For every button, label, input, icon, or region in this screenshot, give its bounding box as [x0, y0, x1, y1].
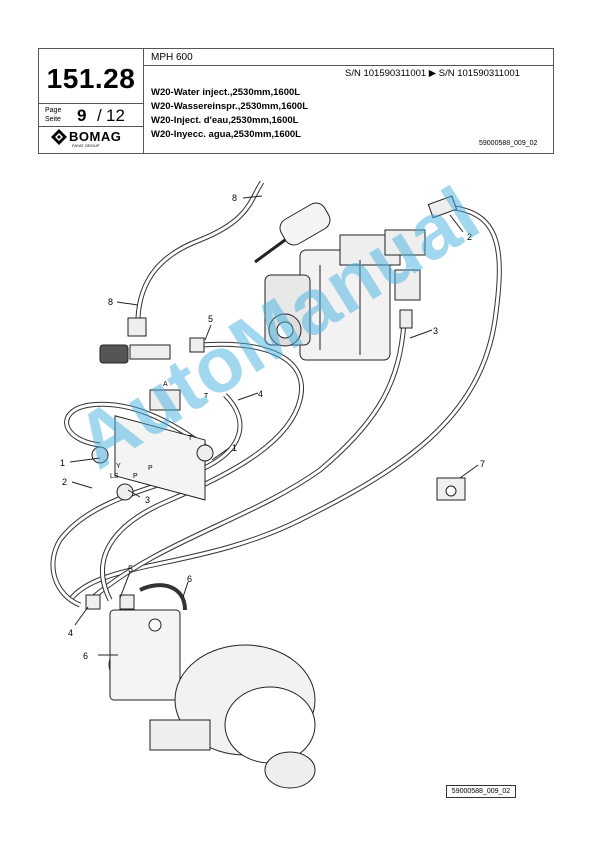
- callout-3-left: 3: [145, 495, 150, 505]
- description-es: W20-Inyecc. agua,2530mm,1600L: [151, 129, 301, 140]
- callout-1-right: 1: [232, 443, 237, 453]
- callout-6-top: 6: [187, 574, 192, 584]
- callout-5-bottom: 5: [128, 564, 133, 574]
- header-block: 151.28 Page Seite 9 / 12 BOMAG FAYAT GRO…: [38, 48, 554, 154]
- callout-4-bottom: 4: [68, 628, 73, 638]
- port-label-y: Y: [116, 463, 121, 470]
- valve-cylinder: [254, 202, 331, 264]
- port-label-t1: T: [204, 393, 209, 400]
- drawing-reference: 59000588_009_02: [446, 785, 516, 798]
- port-label-t2: T: [188, 435, 193, 442]
- callout-5-top: 5: [208, 314, 213, 324]
- section-panel: 151.28 Page Seite 9 / 12 BOMAG FAYAT GRO…: [39, 49, 144, 153]
- page-label-de: Seite: [45, 116, 61, 123]
- drive-motor: [109, 609, 316, 789]
- port-label-ls: LS: [110, 473, 119, 480]
- callout-2-left: 2: [62, 477, 67, 487]
- hose-2: [68, 205, 502, 602]
- port-label-p1: P: [133, 473, 138, 480]
- callout-2-top: 2: [467, 232, 472, 242]
- brand-name: BOMAG: [69, 129, 122, 144]
- serial-range: S/N 101590311001 ▶ S/N 101590311001: [345, 68, 520, 79]
- description-fr: W20-Inject. d'eau,2530mm,1600L: [151, 115, 299, 126]
- bomag-logo-icon: [51, 129, 67, 145]
- brand-logo: BOMAG FAYAT GROUP: [51, 129, 137, 149]
- valve-block: [91, 389, 214, 501]
- callout-6-bottom: 6: [83, 651, 88, 661]
- brand-subtitle: FAYAT GROUP: [72, 143, 100, 148]
- port-label-a: A: [163, 381, 168, 388]
- callout-8-top: 8: [232, 193, 237, 203]
- callout-3-right: 3: [433, 326, 438, 336]
- section-number: 151.28: [46, 63, 136, 94]
- t-fitting: [99, 317, 171, 364]
- document-reference: 59000588_009_02: [479, 140, 538, 147]
- hose-8-upper: [135, 180, 265, 319]
- clamp: [436, 477, 466, 501]
- port-label-p2: P: [148, 465, 153, 472]
- callout-8-left: 8: [108, 297, 113, 307]
- model-name: MPH 600: [151, 52, 193, 63]
- parts-diagram: 8 2 8 5 3 4 1 1 2 3 7 5 6 4 6 A T T Y LS…: [50, 180, 502, 789]
- divider: [143, 65, 553, 66]
- page-separator: /: [97, 106, 102, 125]
- description-de: W20-Wassereinspr.,2530mm,1600L: [151, 101, 309, 112]
- callout-4-mid: 4: [258, 389, 263, 399]
- description-en: W20-Water inject.,2530mm,1600L: [151, 87, 301, 98]
- page-total: 12: [106, 106, 125, 125]
- page-number: 9: [77, 106, 87, 125]
- page-label-en: Page: [45, 107, 62, 114]
- page-labels: Page Seite: [45, 106, 61, 124]
- callout-7: 7: [480, 459, 485, 469]
- page-indicator: Page Seite 9 / 12: [39, 103, 143, 127]
- pump-assembly: [264, 229, 426, 361]
- hose-6: [139, 583, 187, 611]
- callout-1-left: 1: [60, 458, 65, 468]
